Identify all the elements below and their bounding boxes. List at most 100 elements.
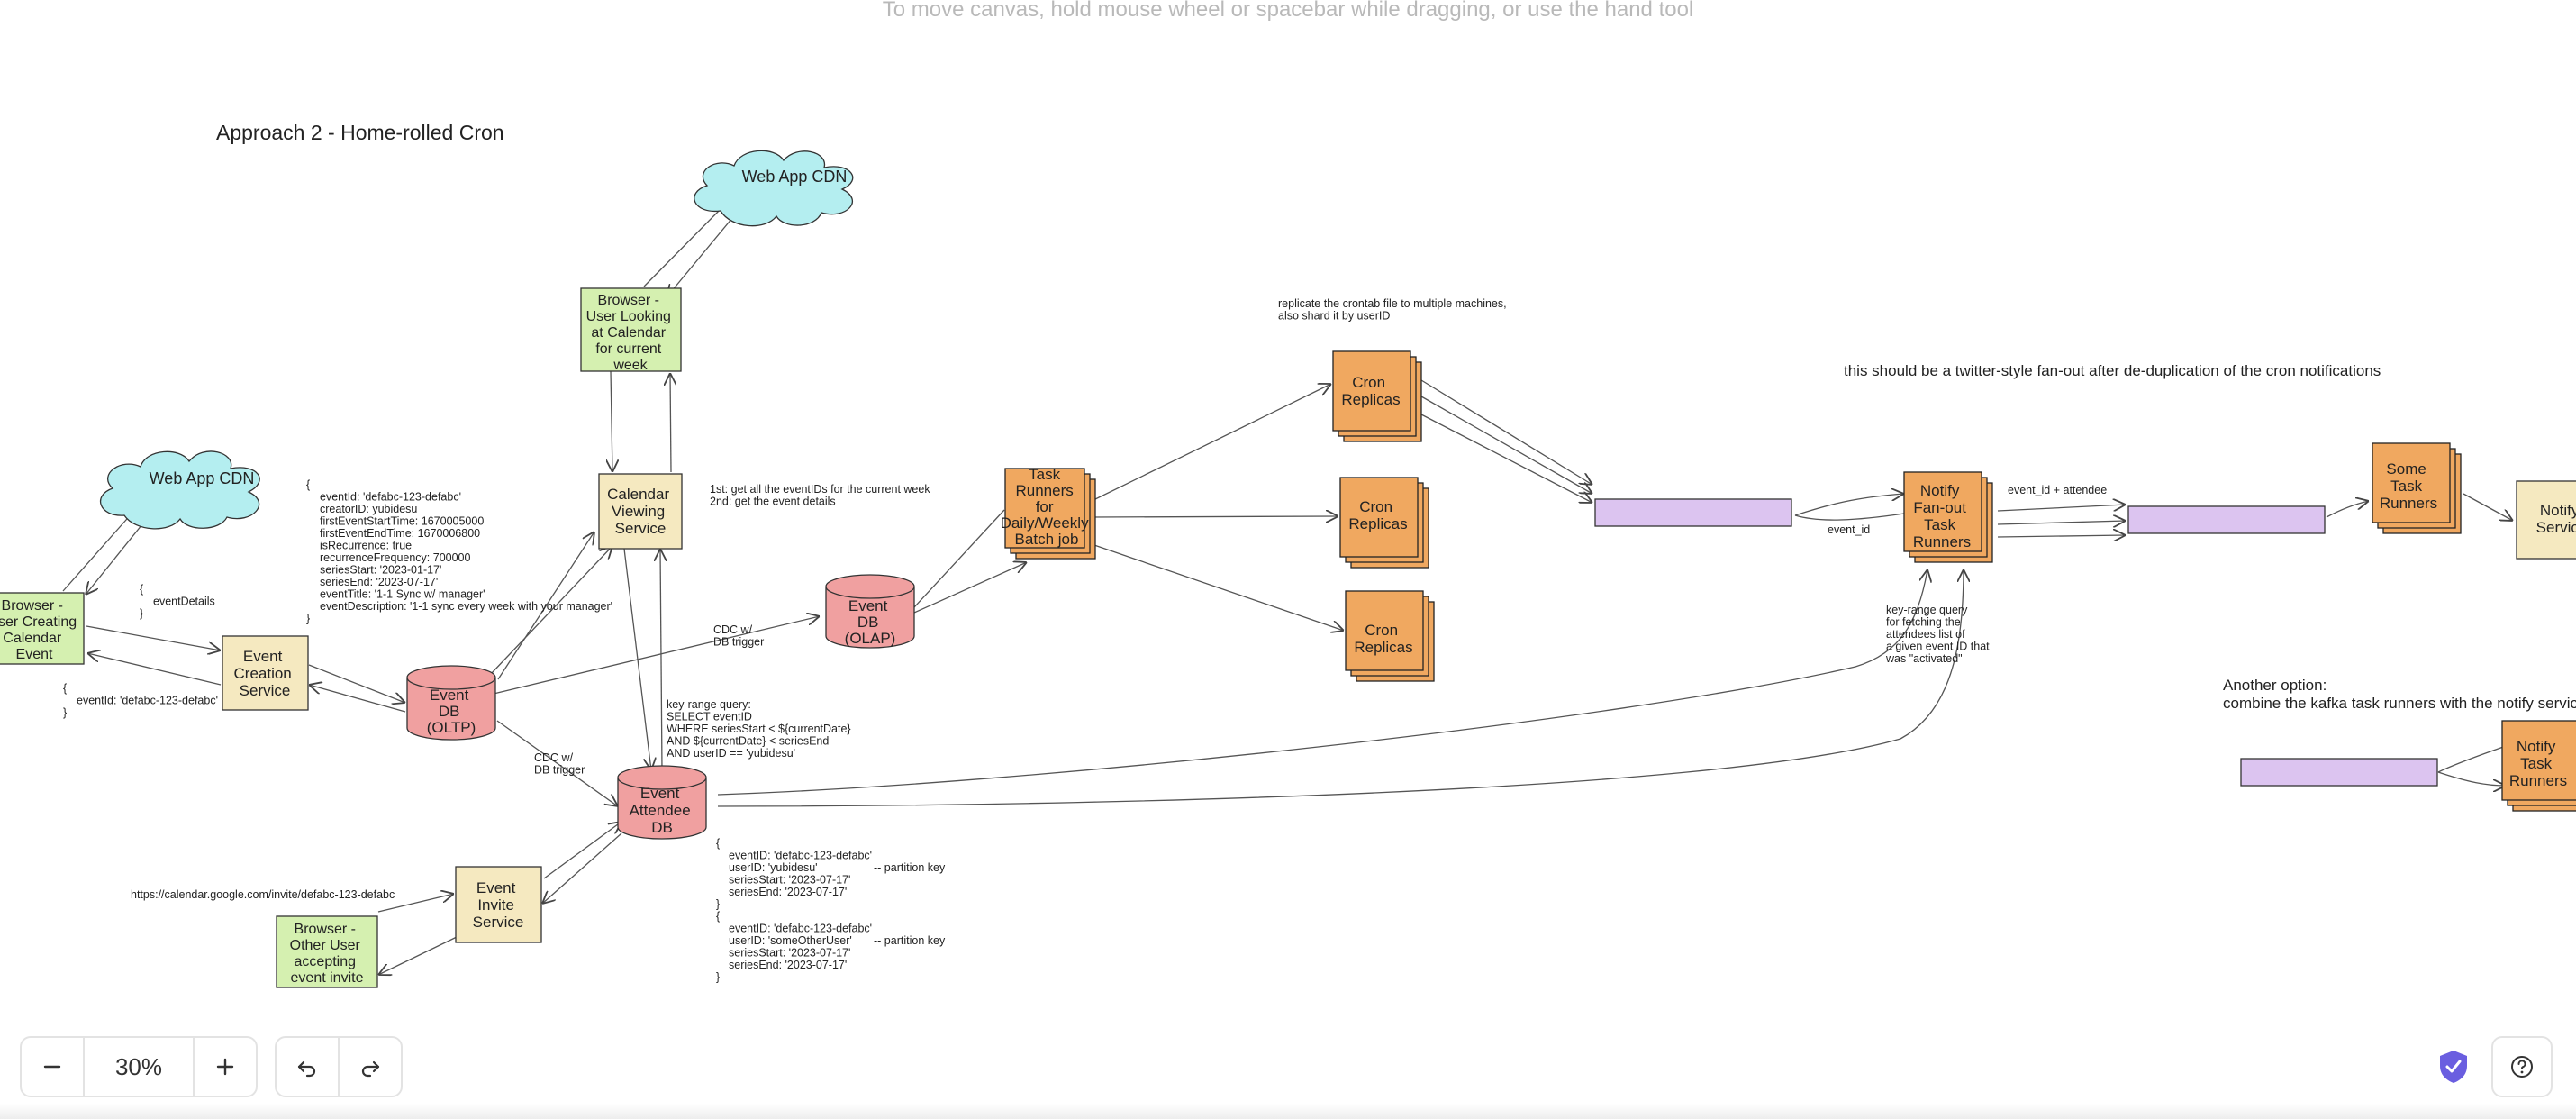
annotation-cdc-bottom: CDC w/ DB trigger (534, 751, 585, 777)
node-cron-replicas-line: Replicas (1348, 515, 1407, 532)
node-notify-fanout-line: Task (1924, 516, 1955, 533)
annotation-first-second: 1st: get all the eventIDs for the curren… (710, 483, 933, 508)
node-calendar-viewing-line: Service (615, 520, 667, 537)
shield-check-button[interactable] (2437, 1049, 2470, 1085)
node-task-runners-line: for (1036, 498, 1054, 515)
node-browser-other-line: accepting (295, 954, 357, 969)
edge-browser-to-calendar (611, 370, 612, 472)
annotation-event-json: { eventId: 'defabc-123-defabc' creatorID… (306, 478, 616, 625)
node-browser-looking-line: at Calendar (591, 325, 666, 341)
node-event-invite-line: Invite (477, 896, 514, 914)
db-event-olap[interactable]: Event DB (OLAP) (825, 574, 915, 649)
node-browser-other-line: event invite (291, 970, 364, 986)
db-event-oltp-line: (OLTP) (427, 719, 476, 736)
edge-queue-to-fanout (1794, 494, 1904, 516)
redo-button[interactable] (338, 1038, 401, 1096)
canvas-bottom-edge (0, 1104, 2576, 1119)
node-event-creation-line: Service (240, 682, 291, 699)
undo-button[interactable] (277, 1038, 338, 1096)
minus-icon (43, 1065, 61, 1069)
node-cron-replicas-line: Cron (1365, 622, 1398, 639)
zoom-level[interactable]: 30% (83, 1038, 195, 1096)
cloud-cdn-top-label: Web App CDN (742, 168, 848, 186)
node-notify-fanout-line: Runners (1913, 533, 1971, 550)
db-event-oltp-line: DB (439, 703, 460, 720)
node-task-runners-line: Runners (1016, 482, 1074, 499)
cloud-cdn-top[interactable]: Web App CDN (694, 150, 854, 227)
annotation-partition-key-2: -- partition key (874, 934, 946, 947)
db-event-attendee[interactable]: Event Attendee DB (617, 765, 707, 840)
node-cron-replicas-3[interactable]: Cron Replicas (1345, 590, 1435, 682)
node-notify-service[interactable]: Notify Service (2516, 480, 2576, 560)
node-some-task-line: Task (2390, 478, 2422, 495)
annotation-event-id-label: event_id (1828, 523, 1870, 536)
svg-text:Notify Fan-out Tas: Notify Fan-out Task Runners (1913, 482, 1971, 550)
svg-text:Some Task Runners: Some Task Runners (2380, 460, 2437, 512)
db-event-olap-line: Event (848, 597, 888, 614)
svg-text:Browser - User Creating: Browser - User Creating Calendar Event (0, 598, 81, 662)
annotation-event-details: { eventDetails } (140, 583, 218, 620)
edge-some-to-notify (2463, 493, 2513, 521)
node-browser-looking-line: week (612, 358, 648, 373)
node-browser-looking-line: for current (595, 341, 661, 357)
node-browser-creating-line: Event (16, 647, 53, 662)
node-calendar-viewing-line: Viewing (612, 503, 665, 520)
db-event-oltp[interactable]: Event DB (OLTP) (406, 665, 496, 741)
edge-olap-to-taskrunners-2 (913, 562, 1027, 614)
node-calendar-viewing[interactable]: Calendar Viewing Service (598, 473, 683, 550)
node-task-runners-line: Daily/Weekly (1001, 514, 1089, 532)
history-controls (275, 1036, 403, 1097)
node-cron-replicas-line: Cron (1359, 498, 1392, 515)
annotation-event-id-response: { eventId: 'defabc-123-defabc' } (63, 682, 221, 719)
edge-olap-to-taskrunners (913, 509, 1005, 608)
plus-icon (216, 1058, 234, 1076)
node-browser-creating[interactable]: Browser - User Creating Calendar Event (0, 592, 85, 665)
edge-cdn-to-browser-2 (643, 206, 723, 287)
node-notify-task-runners[interactable]: Notify Task Runners (2501, 720, 2576, 812)
node-browser-creating-line: Calendar (3, 631, 62, 646)
annotation-event-id-attendee: event_id + attendee (2008, 484, 2107, 496)
node-event-creation[interactable]: Event Creation Service (222, 635, 309, 711)
node-notify-fanout-line: Notify (1920, 482, 1960, 499)
node-notify-task-line: Runners (2509, 772, 2567, 789)
edge-eventdb-to-calendar (490, 546, 612, 675)
cloud-cdn-left[interactable]: Web App CDN (100, 450, 260, 530)
queue-cron-notifications[interactable] (1594, 498, 1792, 527)
queue-attendee-notifications[interactable] (2127, 505, 2326, 534)
edge-cron-to-queue-3 (1420, 414, 1592, 503)
db-event-oltp-line: Event (430, 687, 469, 704)
annotation-partition-key-1: -- partition key (874, 861, 946, 874)
node-cron-replicas-2[interactable]: Cron Replicas (1339, 477, 1429, 569)
svg-text:Event Creation Ser: Event Creation Service (234, 648, 296, 699)
svg-text:Calendar Viewing S: Calendar Viewing Service (607, 486, 674, 537)
edge-browser-to-creation (86, 625, 221, 650)
node-calendar-viewing-line: Calendar (607, 486, 669, 503)
zoom-in-button[interactable] (195, 1038, 256, 1096)
zoom-out-button[interactable] (22, 1038, 83, 1096)
node-task-runners[interactable]: Task Runners for Daily/Weekly Batch job (1001, 466, 1096, 560)
node-browser-looking[interactable]: Browser - User Looking at Calendar for c… (580, 287, 682, 373)
edge-creation-to-browser (87, 653, 222, 686)
svg-text:Notify Service: Notify Service (2536, 502, 2576, 536)
zoom-controls: 30% (20, 1036, 258, 1097)
node-some-task-runners[interactable]: Some Task Runners (2372, 442, 2462, 534)
queue-another-option[interactable] (2240, 758, 2438, 787)
db-event-olap-line: DB (857, 614, 879, 631)
diagram-title: Approach 2 - Home-rolled Cron (216, 121, 504, 144)
node-cron-replicas-line: Replicas (1354, 639, 1412, 656)
edge-cdn-to-browser (667, 212, 738, 297)
edge-creation-to-eventdb (308, 664, 405, 703)
node-notify-fanout-line: Fan-out (1913, 499, 1966, 516)
node-browser-other[interactable]: Browser - Other User accepting event inv… (276, 915, 378, 988)
node-notify-fanout[interactable]: Notify Fan-out Task Runners (1903, 471, 1993, 563)
help-button[interactable] (2491, 1036, 2553, 1097)
edge-task-to-cron2 (1091, 516, 1338, 517)
node-cron-replicas-1[interactable]: Cron Replicas (1332, 350, 1422, 442)
svg-text:Browser - Other User: Browser - Other User accepting event inv… (290, 922, 365, 986)
node-event-invite[interactable]: Event Invite Service (455, 866, 542, 943)
edge-fanout-to-queue (1794, 513, 1905, 521)
edge-task-to-cron1 (1091, 384, 1331, 502)
node-notify-service-line: Notify (2540, 502, 2576, 519)
db-event-olap-line: (OLAP) (845, 630, 896, 647)
